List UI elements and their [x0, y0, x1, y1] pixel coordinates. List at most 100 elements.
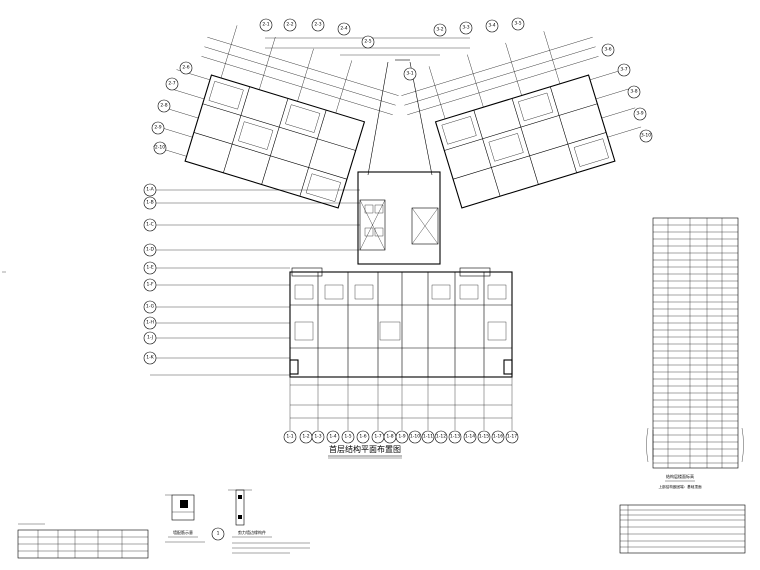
bottom-left-table — [17, 529, 149, 559]
grid-bubble: 3-9 — [633, 107, 647, 121]
svg-text:2-7: 2-7 — [168, 81, 175, 87]
svg-text:1-J: 1-J — [147, 335, 153, 341]
grid-bubble: 3-4 — [485, 19, 499, 33]
svg-text:1-4: 1-4 — [329, 434, 336, 440]
grid-bubble: 1-17 — [505, 430, 519, 444]
grid-bubble: 1-2 — [299, 430, 313, 444]
svg-text:1-10: 1-10 — [410, 434, 420, 440]
svg-text:1-7: 1-7 — [374, 434, 381, 440]
bottom-dimension-lines — [289, 377, 513, 430]
grid-bubble: 2-1 — [259, 18, 273, 32]
grid-bubble: 2-4 — [337, 22, 351, 36]
grid-bubble: 1-J — [143, 331, 157, 345]
grid-bubble: 1-K — [143, 351, 157, 365]
grid-bubble: 2-6 — [179, 61, 193, 75]
grid-bubble: 1-A — [143, 183, 157, 197]
svg-text:1-13: 1-13 — [450, 434, 460, 440]
svg-text:2-3: 2-3 — [314, 22, 321, 28]
left-grid-bubbles: 1-A 1-B 1-C 1-D 1-E 1-F 1-G 1-H 1-J 1-K — [143, 183, 157, 365]
svg-text:3-10: 3-10 — [641, 133, 651, 139]
grid-bubble: 2-5 — [361, 35, 375, 49]
notes-box — [619, 504, 746, 554]
svg-text:1-8: 1-8 — [386, 434, 393, 440]
left-wing — [153, 25, 399, 209]
svg-text:2-5: 2-5 — [364, 39, 371, 45]
detail-2-label: 剪力墙边缘构件 — [238, 529, 266, 535]
grid-bubble: 1-5 — [341, 430, 355, 444]
svg-text:1-2: 1-2 — [302, 434, 309, 440]
svg-text:1-14: 1-14 — [465, 434, 475, 440]
grid-bubble: 1-B — [143, 196, 157, 210]
svg-text:1-1: 1-1 — [286, 434, 293, 440]
svg-text:1-17: 1-17 — [507, 434, 517, 440]
svg-text:2-1: 2-1 — [262, 22, 269, 28]
svg-text:3-2: 3-2 — [436, 27, 443, 33]
svg-text:1-9: 1-9 — [398, 434, 405, 440]
svg-text:1-E: 1-E — [146, 265, 153, 271]
grid-bubble: 2-3 — [311, 18, 325, 32]
grid-bubble: 1-9 — [395, 430, 409, 444]
grid-bubble: 1-G — [143, 300, 157, 314]
grid-bubble: 1-E — [143, 261, 157, 275]
svg-text:3-5: 3-5 — [514, 21, 521, 27]
svg-text:1-3: 1-3 — [314, 434, 321, 440]
detail-wall-reinforcement — [165, 494, 195, 521]
detail-1-label: 墙配筋示意 — [173, 529, 193, 535]
top-grid-bubbles: 2-1 2-2 2-3 2-4 2-5 2-6 2-7 2-8 2-9 2-10 3-1 3-2 3-3… — [151, 17, 653, 155]
svg-text:2-4: 2-4 — [340, 26, 347, 32]
svg-text:3-4: 3-4 — [488, 23, 495, 29]
schedule-note: 上部结构嵌固端：基础顶面 — [658, 484, 702, 489]
grid-bubble: 3-2 — [433, 23, 447, 37]
grid-bubble: 1-D — [143, 243, 157, 257]
svg-text:3-6: 3-6 — [604, 47, 611, 53]
svg-text:2-9: 2-9 — [154, 125, 161, 131]
grid-bubble: 1-4 — [326, 430, 340, 444]
detail-2-number: 1 — [217, 531, 220, 537]
grid-bubble: 2-9 — [151, 121, 165, 135]
svg-text:1-15: 1-15 — [479, 434, 489, 440]
grid-bubble: 3-10 — [639, 129, 653, 143]
grid-bubble: 2-2 — [283, 18, 297, 32]
grid-bubble: 3-7 — [617, 63, 631, 77]
svg-text:1-6: 1-6 — [359, 434, 366, 440]
grid-bubble: 1-16 — [491, 430, 505, 444]
svg-text:1-B: 1-B — [146, 200, 153, 206]
grid-bubble: 1-F — [143, 278, 157, 292]
grid-bubble: 3-8 — [627, 85, 641, 99]
schedule-title: 结构层楼面标高 — [666, 473, 694, 479]
svg-text:1-F: 1-F — [146, 282, 153, 288]
floor-schedule-table — [646, 217, 744, 469]
svg-text:3-1: 3-1 — [406, 71, 413, 77]
svg-text:1-12: 1-12 — [436, 434, 446, 440]
grid-bubble: 1-H — [143, 316, 157, 330]
grid-bubble: 3-1 — [403, 67, 417, 81]
svg-text:2-8: 2-8 — [160, 103, 167, 109]
grid-bubble: 3-3 — [459, 21, 473, 35]
grid-bubble: 1-10 — [408, 430, 422, 444]
svg-text:3-3: 3-3 — [462, 25, 469, 31]
svg-text:2-6: 2-6 — [182, 65, 189, 71]
grid-bubble: 1-7 — [371, 430, 385, 444]
grid-bubble: 1-11 — [421, 430, 435, 444]
grid-bubble: 2-10 — [153, 141, 167, 155]
plan-title: 首层结构平面布置图 — [329, 444, 401, 454]
main-block — [289, 267, 513, 378]
svg-text:2-2: 2-2 — [286, 22, 293, 28]
grid-bubble: 1-1 — [283, 430, 297, 444]
grid-bubble: 1-14 — [463, 430, 477, 444]
grid-bubble: 1-6 — [356, 430, 370, 444]
svg-text:3-9: 3-9 — [636, 111, 643, 117]
grid-bubble: 1-13 — [448, 430, 462, 444]
grid-bubble: 2-8 — [157, 99, 171, 113]
grid-bubble: 1-C — [143, 218, 157, 232]
svg-text:3-7: 3-7 — [620, 67, 627, 73]
grid-bubble: 3-5 — [511, 17, 525, 31]
svg-text:1-16: 1-16 — [493, 434, 503, 440]
horizontal-grid-lines — [150, 189, 360, 376]
detail-edge-member — [211, 489, 252, 541]
svg-text:1-5: 1-5 — [344, 434, 351, 440]
central-core — [357, 171, 441, 265]
svg-text:1-11: 1-11 — [423, 434, 433, 440]
